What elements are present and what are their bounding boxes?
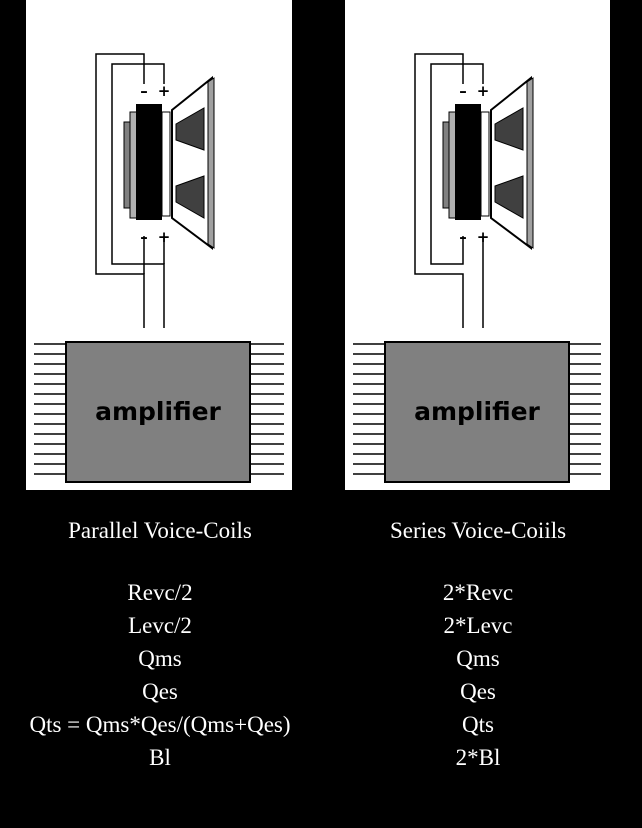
param-revc: 2*Revc [442,580,514,605]
parallel-params-list: Revc/2 Levc/2 Qms Qes Qts = Qms*Qes/(Qms… [0,576,320,774]
series-diagram-panel: – + – + amplifier [345,0,610,490]
terminal-plus-bottom: + [477,228,490,246]
wiring [95,53,165,328]
series-params-list: 2*Revc 2*Levc Qms Qes Qts 2*Bl [318,576,638,774]
terminal-minus-bottom: – [140,228,148,246]
terminal-minus-top: – [140,82,148,100]
param-levc: Levc/2 [128,613,192,638]
speaker-icon [442,75,534,250]
series-wiring-diagram: – + – + amplifier [353,53,601,483]
terminal-minus-top: – [459,82,467,100]
parallel-wiring-diagram: – + – + amplifier [34,53,284,483]
amplifier-box: amplifier [353,341,601,483]
param-qts: Qts [462,712,494,737]
series-caption: Series Voice-Coiils [389,518,567,543]
parallel-caption: Parallel Voice-Coils [68,518,252,543]
speaker-icon [123,75,215,250]
terminal-plus-top: + [158,82,171,100]
parallel-diagram-panel: – + – + amplifier [26,0,292,490]
param-bl: 2*Bl [455,745,501,770]
amplifier-label: amplifier [95,397,221,426]
param-qms: Qms [138,646,182,671]
param-bl: Bl [149,745,171,770]
param-qms: Qms [456,646,500,671]
param-qes: Qes [142,679,178,704]
terminal-minus-bottom: – [459,228,467,246]
terminal-plus-top: + [477,82,490,100]
param-qts: Qts = Qms*Qes/(Qms+Qes) [29,712,291,737]
amplifier-label: amplifier [414,397,540,426]
param-levc: 2*Levc [443,613,513,638]
param-qes: Qes [460,679,496,704]
terminal-plus-bottom: + [158,228,171,246]
param-revc: Revc/2 [127,580,193,605]
amplifier-box: amplifier [34,341,284,483]
wiring [414,53,484,328]
